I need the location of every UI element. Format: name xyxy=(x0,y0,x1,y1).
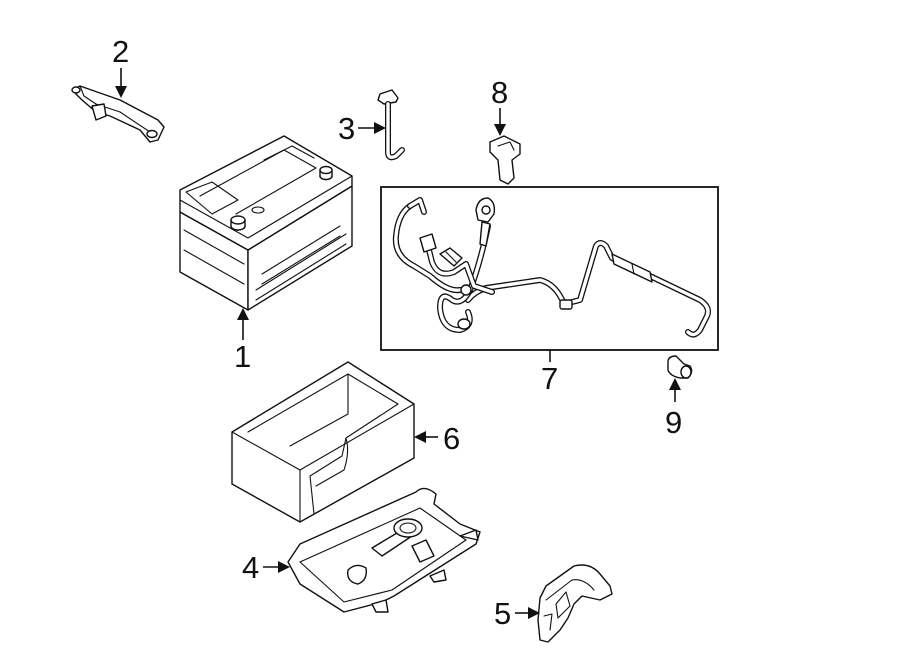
callout-labels: 1 2 3 4 5 6 7 8 9 xyxy=(112,34,682,631)
cable-harness xyxy=(380,186,719,351)
callout-6: 6 xyxy=(443,421,460,456)
terminal-cover xyxy=(489,135,521,185)
battery xyxy=(179,135,353,311)
callout-8: 8 xyxy=(491,75,508,110)
leader-lines xyxy=(115,68,681,619)
battery-tray xyxy=(231,361,415,523)
callout-7: 7 xyxy=(541,361,558,396)
callout-4: 4 xyxy=(242,550,259,585)
support-bracket xyxy=(537,564,613,643)
hold-down-bolt xyxy=(377,89,405,161)
callout-2: 2 xyxy=(112,34,129,69)
hold-down-clamp xyxy=(71,85,165,143)
callout-1: 1 xyxy=(234,339,251,374)
callout-3: 3 xyxy=(338,111,355,146)
callout-5: 5 xyxy=(494,596,511,631)
callout-9: 9 xyxy=(665,405,682,440)
harness-frame xyxy=(380,186,719,351)
tray-bracket xyxy=(287,487,481,613)
grommet xyxy=(667,355,693,379)
